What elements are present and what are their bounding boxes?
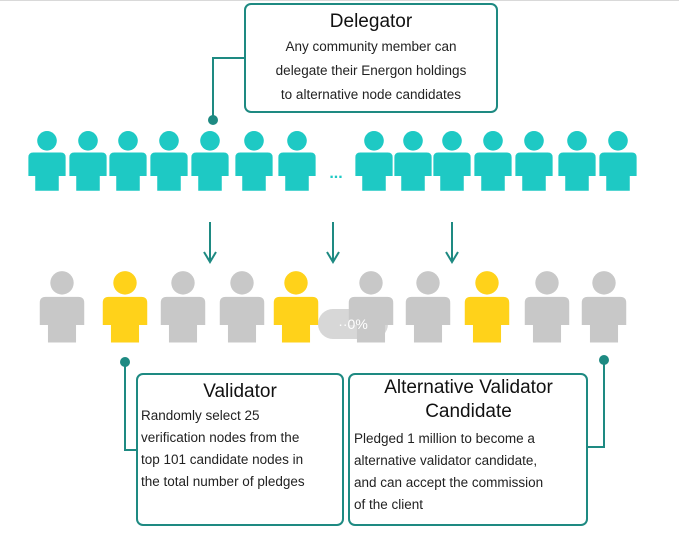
validator-node-figure	[102, 271, 148, 343]
candidate-node-figure	[581, 271, 627, 343]
delegator-figure	[474, 130, 512, 191]
delegator-figure	[235, 130, 273, 191]
validator-title: Validator	[203, 381, 277, 402]
down-arrow	[445, 222, 459, 264]
delegator-figure	[515, 130, 553, 191]
candidate-node-figure	[219, 271, 265, 343]
delegator-line: to alternative node candidates	[280, 87, 462, 102]
candidate-line: Pledged 1 million to become a	[354, 431, 535, 446]
candidate-description: Pledged 1 million to become a alternativ…	[354, 428, 583, 516]
validator-connector-dot	[120, 357, 130, 367]
candidate-node-figure	[160, 271, 206, 343]
candidate-line: of the client	[354, 497, 424, 512]
progress-indicator: ··0%	[318, 309, 388, 339]
delegator-figure	[599, 130, 637, 191]
delegator-description: Any community member can delegate their …	[246, 35, 496, 107]
candidate-connector-dot	[599, 355, 609, 365]
delegator-figure	[150, 130, 188, 191]
down-arrows	[203, 222, 459, 264]
candidate-node-figure	[405, 271, 451, 343]
delegator-row	[28, 130, 637, 191]
candidate-title: Alternative Validator Candidate	[354, 376, 583, 424]
validator-line: verification nodes from the	[141, 430, 300, 445]
node-row	[39, 271, 627, 343]
delegator-connector-dot	[208, 115, 218, 125]
candidate-title-line: Candidate	[425, 401, 512, 422]
delegator-figure	[394, 130, 432, 191]
connector-lines	[120, 57, 609, 451]
delegator-connector	[212, 57, 246, 120]
validator-line: the total number of pledges	[141, 474, 305, 489]
delegator-title: Delegator	[329, 11, 413, 32]
candidate-node-figure	[39, 271, 85, 343]
validator-node-figure	[273, 271, 319, 343]
validator-connector	[124, 362, 138, 451]
validator-line: top 101 candidate nodes in	[141, 452, 304, 467]
validator-callout: Validator Randomly select 25 verificatio…	[136, 373, 344, 526]
down-arrow	[203, 222, 217, 264]
delegator-figure	[191, 130, 229, 191]
validator-node-figure	[464, 271, 510, 343]
delegator-ellipsis: ...	[329, 165, 342, 182]
top-divider	[0, 0, 679, 1]
candidate-callout: Alternative Validator Candidate Pledged …	[348, 373, 588, 526]
delegator-figure	[433, 130, 471, 191]
delegator-figure	[558, 130, 596, 191]
candidate-line: and can accept the commission	[354, 475, 544, 490]
delegator-callout: Delegator Any community member can deleg…	[244, 3, 498, 113]
validator-description: Randomly select 25 verification nodes fr…	[141, 405, 339, 493]
delegator-figure	[28, 130, 66, 191]
delegator-line: delegate their Energon holdings	[275, 63, 467, 78]
candidate-connector	[588, 360, 605, 448]
delegator-figure	[355, 130, 393, 191]
validator-line: Randomly select 25	[141, 408, 260, 423]
delegator-figure	[109, 130, 147, 191]
candidate-node-figure	[524, 271, 570, 343]
candidate-title-line: Alternative Validator	[384, 377, 553, 398]
delegator-line: Any community member can	[285, 39, 457, 54]
down-arrow	[326, 222, 340, 264]
delegator-figure	[278, 130, 316, 191]
candidate-line: alternative validator candidate,	[354, 453, 538, 468]
delegator-figure	[69, 130, 107, 191]
